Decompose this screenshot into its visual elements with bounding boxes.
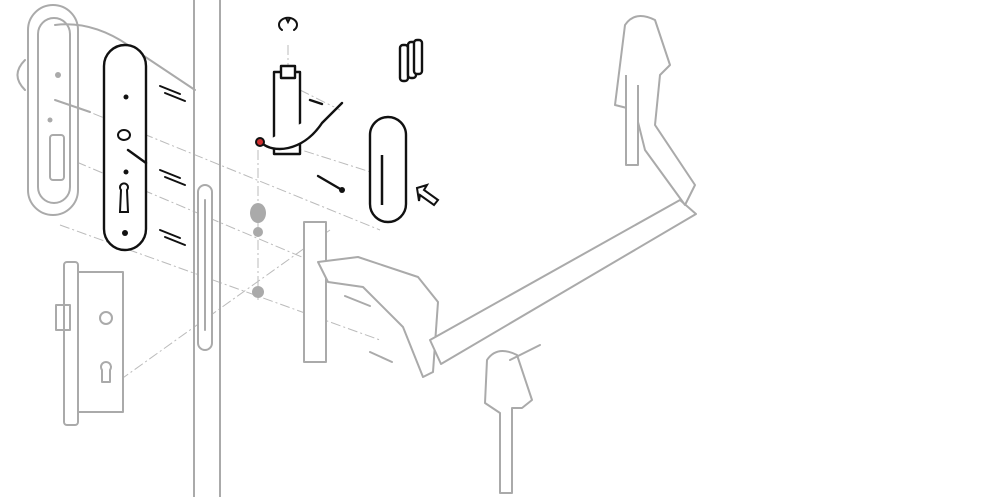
escutcheon-plate [102, 43, 148, 252]
batteries [398, 38, 424, 83]
arrow-pointer-icon [415, 183, 440, 207]
actuator-module [255, 16, 345, 193]
screws [159, 85, 186, 246]
mortise-lock [55, 261, 124, 426]
spacers [250, 203, 266, 298]
door-frame [193, 0, 221, 497]
rear-lever-handle [16, 4, 196, 216]
bar-screws [344, 295, 393, 363]
indicator-led [255, 137, 265, 147]
module-cover [368, 115, 408, 224]
panic-bar [303, 15, 697, 494]
